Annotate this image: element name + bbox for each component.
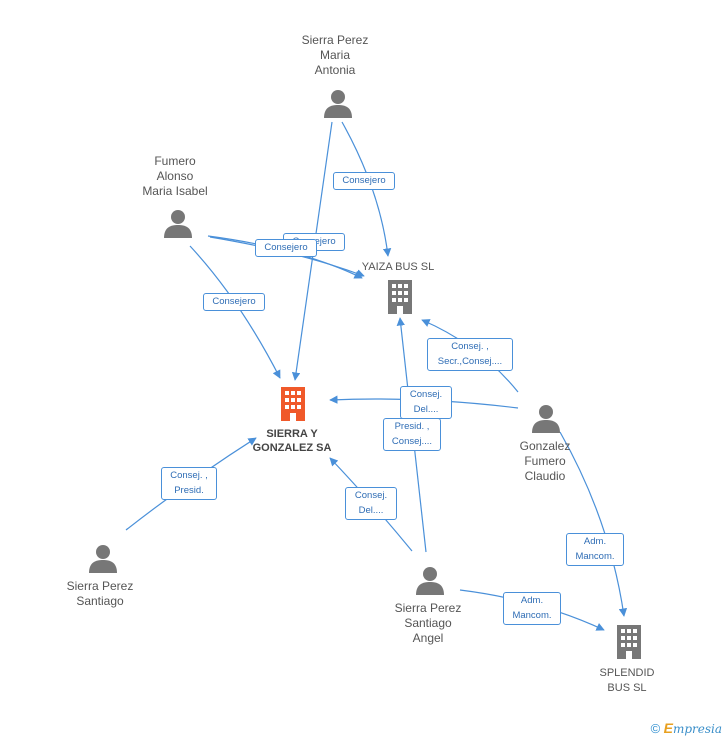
edge-label: Adm. Mancom. bbox=[503, 592, 561, 625]
node-label-splendid-bus[interactable]: SPLENDID BUS SL bbox=[599, 667, 655, 694]
person-icon bbox=[532, 405, 560, 433]
edge-label: Consej. , Presid. bbox=[161, 467, 217, 500]
edge-fumero-to-main bbox=[189, 245, 281, 379]
edge-gonzalez-to-splendid bbox=[559, 431, 628, 617]
brand-initial: E bbox=[663, 720, 673, 736]
edge-label: Consejero bbox=[333, 172, 395, 190]
edge-label: Consej. Del.... bbox=[345, 487, 397, 520]
edge-label: Consejero bbox=[255, 239, 317, 257]
edge-label: Consejero bbox=[203, 293, 265, 311]
node-label-sierra-y-gonzalez[interactable]: SIERRA Y GONZALEZ SA bbox=[252, 428, 332, 454]
main-building-icon bbox=[281, 387, 305, 421]
copyright-symbol: © bbox=[650, 721, 661, 736]
person-icon bbox=[324, 90, 352, 118]
person-icon bbox=[89, 545, 117, 573]
node-label-sierra-perez-santiago[interactable]: Sierra Perez Santiago bbox=[66, 579, 134, 608]
building-icon bbox=[388, 280, 412, 314]
node-label-sierra-perez-maria-antonia[interactable]: Sierra Perez Maria Antonia bbox=[301, 33, 369, 77]
node-label-fumero-alonso[interactable]: Fumero Alonso Maria Isabel bbox=[142, 154, 208, 198]
person-icon bbox=[164, 210, 192, 238]
node-label-sierra-perez-santiago-angel[interactable]: Sierra Perez Santiago Angel bbox=[394, 601, 462, 645]
person-icon bbox=[416, 567, 444, 595]
empresia-logo: © Empresia bbox=[651, 720, 722, 736]
edge-label: Presid. , Consej.... bbox=[383, 418, 441, 451]
brand-name: mpresia bbox=[672, 722, 722, 736]
edge-label: Consej. , Secr.,Consej.... bbox=[427, 338, 513, 371]
node-label-yaiza-bus[interactable]: YAIZA BUS SL bbox=[361, 261, 435, 273]
edge-label: Consej. Del.... bbox=[400, 386, 452, 419]
edge-label: Adm. Mancom. bbox=[566, 533, 624, 566]
building-icon bbox=[617, 625, 641, 659]
node-label-gonzalez-fumero[interactable]: Gonzalez Fumero Claudio bbox=[519, 439, 571, 483]
